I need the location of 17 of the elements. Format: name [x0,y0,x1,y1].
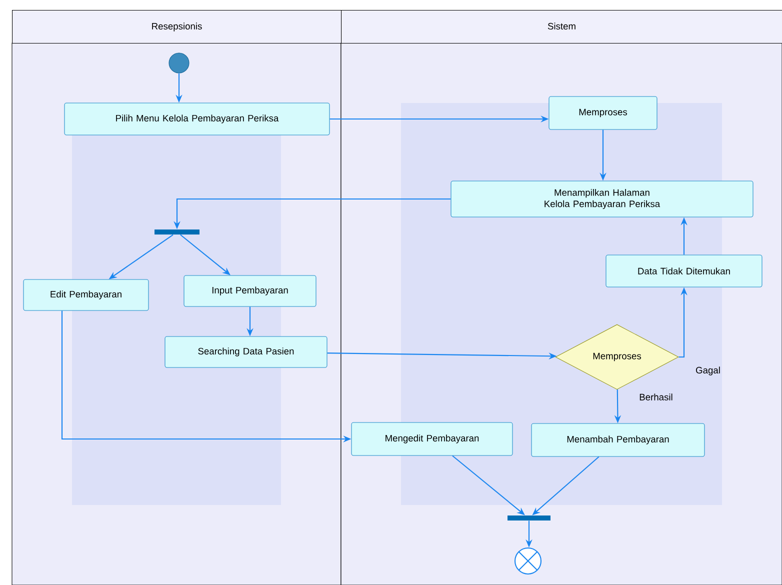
activity-box: Data Tidak Ditemukan [606,254,762,288]
sync-bar [154,230,200,234]
node-label: Sistem [548,22,576,30]
start-node [168,52,190,74]
sync-bar [508,516,550,520]
activity-box: Mengedit Pembayaran [351,422,513,456]
activity-box: Pilih Menu Kelola Pembayaran Periksa [64,102,330,136]
edge-label: Berhasil [640,394,672,400]
end-node [514,547,542,575]
activity-box: Menambah Pembayaran [531,423,705,457]
activity-box: Menampilkan Halaman Kelola Pembayaran Periksa [450,180,754,218]
edge-label: Gagal [696,366,720,376]
activity-box: Searching Data Pasien [164,336,328,368]
activity-box: Memproses [548,96,658,130]
node-label: Resepsionis [152,22,202,32]
activity-box: Edit Pembayaran [23,279,149,311]
activity-box: Input Pembayaran [184,275,316,307]
